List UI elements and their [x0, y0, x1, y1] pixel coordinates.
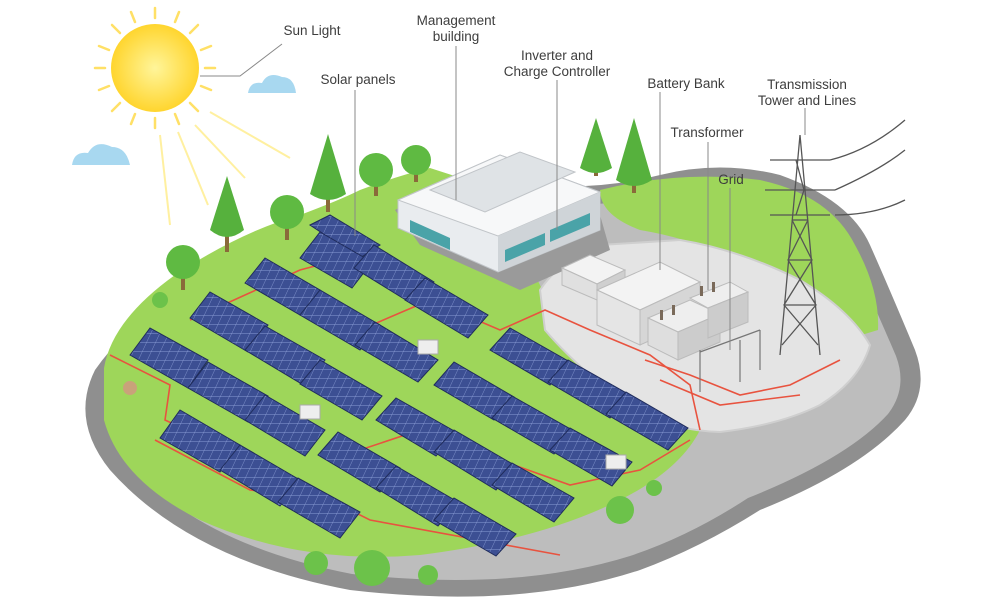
management-building: [396, 151, 602, 273]
label-text: Battery Bank: [647, 76, 725, 91]
label-text: Transformer: [670, 125, 744, 140]
sunbeams: [159, 111, 291, 226]
transmission-tower: [765, 119, 906, 356]
label-text: Solar panels: [320, 72, 396, 87]
label-battery-bank: Battery Bank: [636, 76, 736, 92]
solar-panels: [129, 214, 689, 557]
label-text: building: [432, 29, 480, 44]
label-inverter: Inverter and Charge Controller: [492, 48, 622, 80]
panel-row: [129, 214, 689, 557]
label-text: Management: [416, 13, 496, 28]
sun-leader-line: [200, 43, 283, 77]
label-transmission: Transmission Tower and Lines: [750, 77, 864, 109]
label-grid: Grid: [710, 172, 752, 188]
label-transformer: Transformer: [660, 125, 754, 141]
label-text: Tower and Lines: [757, 93, 857, 108]
label-management-building: Management building: [400, 13, 512, 45]
inverter-box: [299, 339, 627, 470]
tree-icon: [123, 118, 662, 586]
label-text: Transmission: [767, 77, 847, 92]
label-text: Charge Controller: [503, 64, 611, 79]
sun-icon: [93, 6, 217, 130]
leader-lines: [354, 46, 806, 350]
transformer: [646, 281, 750, 361]
label-text: Inverter and: [520, 48, 594, 63]
label-sun-light: Sun Light: [270, 23, 354, 39]
cloud-icon: [72, 75, 296, 165]
label-text: Sun Light: [283, 23, 341, 38]
label-solar-panels: Solar panels: [310, 72, 406, 88]
label-text: Grid: [718, 172, 744, 187]
